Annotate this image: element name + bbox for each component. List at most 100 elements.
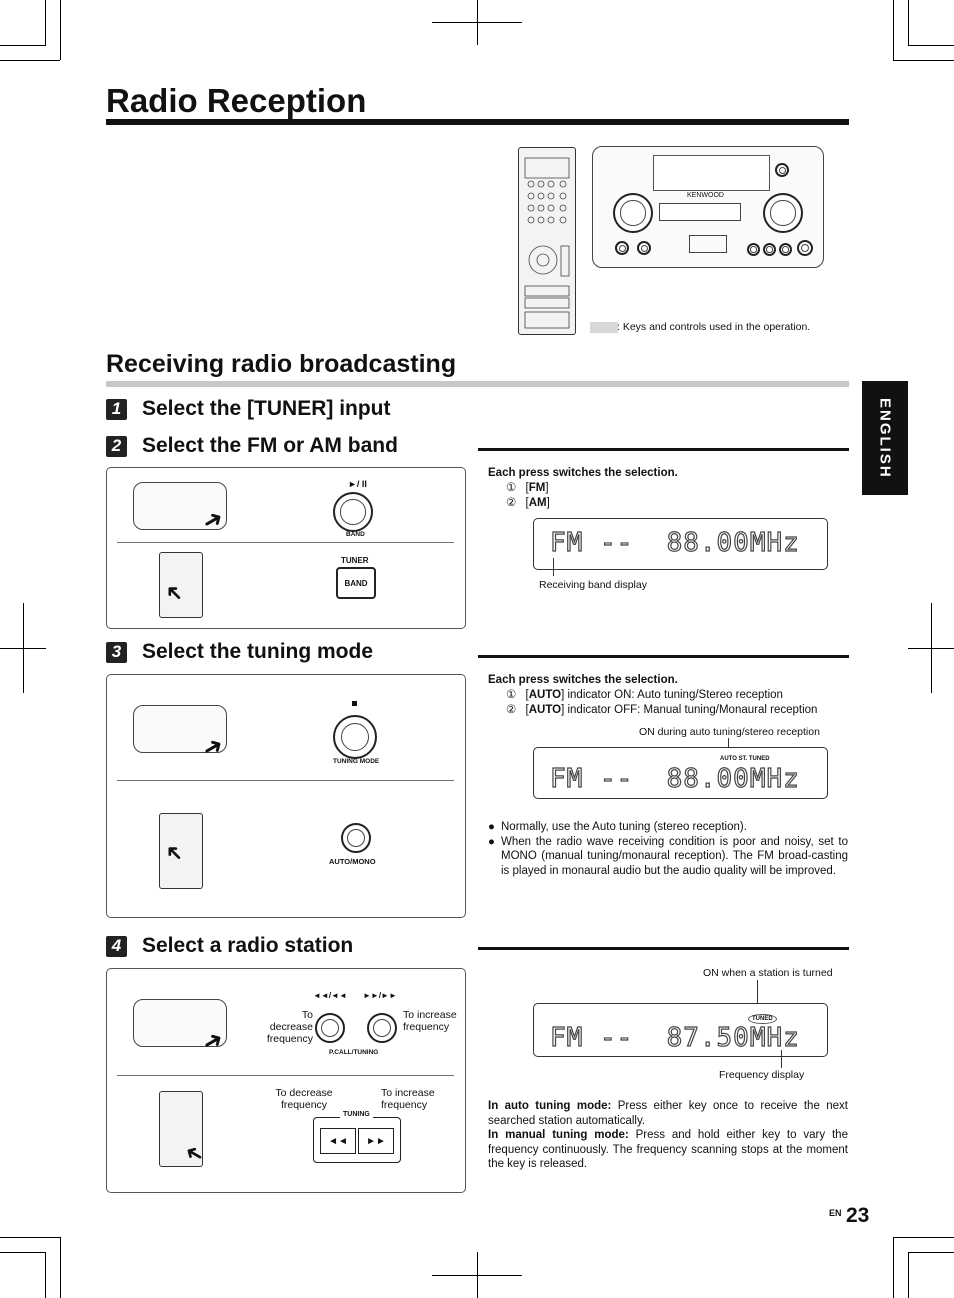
crop-mark [45,1252,46,1298]
crop-mark [60,1237,61,1298]
main-unit-illustration: KENWOOD [592,146,824,268]
language-tab: ENGLISH [862,381,908,495]
step-2-heading: 2 Select the FM or AM band [106,434,398,458]
step-3-panel: ➜ TUNING MODE ➜ AUTO/MONO [106,674,466,918]
crop-mark [477,0,478,45]
crop-mark [0,1252,46,1253]
title-rule [106,119,849,125]
tuning-mode-knob[interactable] [333,715,377,759]
band-key[interactable] [333,492,373,532]
crop-mark [45,0,46,46]
step-2-note-head: Each press switches the selection. [488,467,678,479]
lcd-text: FM -- 88.00MHz [549,527,800,558]
legend-note: : Keys and controls used in the operatio… [617,321,811,333]
bullet-item: ●When the radio wave receiving condition… [488,835,848,877]
step-2-option: ② [AM] [506,497,550,509]
crop-mark [931,603,932,693]
tuner-label: TUNER [341,556,369,565]
lcd-text: FM -- 88.00MHz [549,763,800,794]
step-title: Select a radio station [142,934,354,957]
auto-mono-button[interactable] [341,823,371,853]
indicator-dot [352,701,357,706]
decrease-label: To decrease frequency [266,1009,313,1045]
page-lang: EN [829,1208,842,1218]
unit-thumbnail [133,705,227,753]
unit-thumbnail [133,999,227,1047]
unit-button [763,243,776,256]
crop-mark [0,1237,60,1238]
tuning-label: TUNING [340,1111,373,1118]
crop-mark [23,603,24,693]
step-number: 4 [106,935,127,957]
crop-mark [908,0,909,46]
section-rule [106,381,849,387]
front-display [659,203,741,221]
auto-tuning-note: In auto tuning mode: Press either key on… [488,1100,848,1127]
brand-label: KENWOOD [687,192,724,199]
remote-increase-label: To increase frequency [381,1087,435,1111]
bullet-item: ●Normally, use the Auto tuning (stereo r… [488,821,747,833]
unit-button [775,163,789,177]
leader-line [553,558,554,576]
step-2-option: ① [FM] [506,482,549,494]
leader-line [781,1050,782,1068]
decrease-tuning-key[interactable] [315,1013,345,1043]
manual-tuning-note: In manual tuning mode: Press and hold ei… [488,1129,848,1170]
crop-mark [908,1252,954,1253]
crop-mark [908,45,954,46]
step-2-rule [478,448,849,451]
lcd-display: AUTO ST. TUNED FM -- 88.00MHz [533,747,828,799]
band-remote-button[interactable]: BAND [336,567,376,599]
crop-mark [893,1237,894,1298]
legend-swatch [590,322,618,333]
lcd-text: FM -- 87.50MHz [549,1022,800,1053]
band-key-symbol: ►/ II [348,479,367,489]
step-4-panel: ➜ ◄◄/◄◄ ►►/►► P.CALL/TUNING To decrease … [106,968,466,1193]
step-2-panel: ➜ ►/ II BAND ➜ TUNER BAND [106,467,466,629]
unit-thumbnail [133,482,227,530]
tuning-up-button[interactable]: ►► [358,1128,394,1154]
input-selector-knob [613,193,653,233]
lcd-display: TUNED FM -- 87.50MHz [533,1003,828,1057]
tuning-down-button[interactable]: ◄◄ [320,1128,356,1154]
remote-thumbnail [159,813,203,889]
step-1-heading: 1 Select the [TUNER] input [106,397,391,421]
step-3-rule [478,655,849,658]
step-number: 3 [106,641,127,663]
remote-control-illustration [518,147,576,335]
lcd-caption: ON when a station is turned [703,967,833,979]
lcd-display: FM -- 88.00MHz [533,518,828,570]
step-3-option: ② [AUTO] indicator OFF: Manual tuning/Mo… [506,704,818,716]
leader-line [757,980,758,1012]
step-4-heading: 4 Select a radio station [106,934,353,958]
step-3-option: ① [AUTO] indicator ON: Auto tuning/Stere… [506,689,783,701]
step-3-note-head: Each press switches the selection. [488,674,678,686]
tuning-key-group: TUNING ◄◄ ►► [313,1111,401,1163]
unit-button [747,243,760,256]
band-key-label: BAND [346,531,365,538]
auto-mono-label: AUTO/MONO [329,857,376,866]
increase-tuning-key[interactable] [367,1013,397,1043]
remote-thumbnail [159,552,203,618]
power-button [615,241,629,255]
lcd-caption: ON during auto tuning/stereo reception [639,726,820,738]
next-key-symbol: ►►/►► [363,991,397,1000]
page-number: 23 [846,1204,870,1227]
step-title: Select the FM or AM band [142,434,398,457]
lcd-tuned-indicator: TUNED [748,1014,777,1024]
step-3-bullets: ●Normally, use the Auto tuning (stereo r… [488,820,848,878]
crop-mark [908,1252,909,1298]
crop-mark [893,60,954,61]
unit-button [797,240,813,256]
step-title: Select the tuning mode [142,640,374,663]
volume-knob [763,193,803,233]
section-title: Receiving radio broadcasting [106,350,457,378]
crop-mark [893,1237,954,1238]
crop-mark [0,45,46,46]
panel-divider [117,780,454,781]
crop-mark [477,1252,478,1298]
crop-mark [0,60,60,61]
unit-button [779,243,792,256]
tuning-mode-label: TUNING MODE [333,758,380,765]
leader-line [728,738,729,754]
